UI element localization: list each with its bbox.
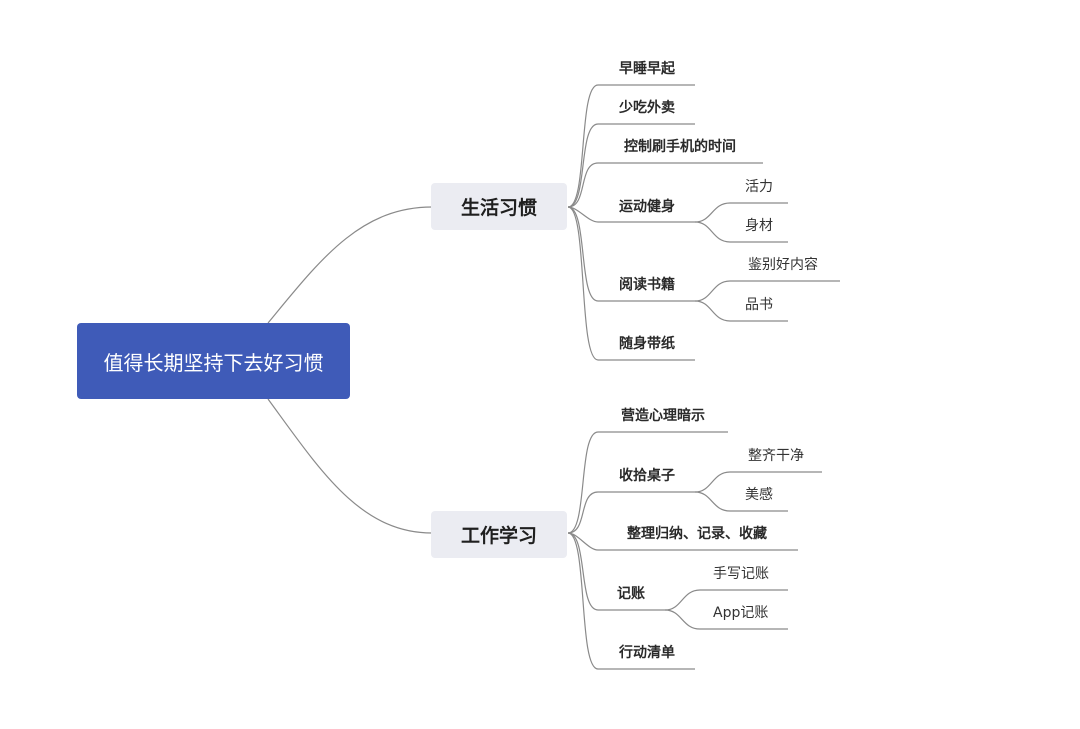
leaf-reading[interactable]: 阅读书籍 [619, 277, 675, 293]
sub-vitality[interactable]: 活力 [745, 179, 773, 195]
branch-work-study[interactable]: 工作学习 [431, 511, 567, 558]
leaf-early-sleep[interactable]: 早睡早起 [619, 61, 675, 77]
link-root-branch-1 [267, 206, 433, 324]
link-b1-leaf-3 [567, 162, 763, 208]
link-fitness-sub-1 [694, 202, 788, 223]
sub-handwritten-ledger[interactable]: 手写记账 [713, 566, 769, 582]
link-desk-sub-2 [694, 491, 788, 512]
leaf-exercise[interactable]: 运动健身 [619, 199, 675, 215]
link-b2-leaf-1 [567, 431, 728, 534]
link-desk-sub-1 [694, 471, 822, 493]
link-fitness-sub-2 [694, 221, 788, 243]
link-b2-leaf-2 [567, 491, 695, 534]
leaf-bookkeeping[interactable]: 记账 [617, 586, 645, 602]
link-ledger-sub-2 [664, 609, 788, 630]
leaf-mental-cue[interactable]: 营造心理暗示 [621, 408, 705, 424]
root-node[interactable]: 值得长期坚持下去好习惯 [77, 323, 350, 399]
sub-neat-clean[interactable]: 整齐干净 [748, 448, 804, 464]
leaf-phone-time[interactable]: 控制刷手机的时间 [624, 139, 736, 155]
sub-savor-books[interactable]: 品书 [745, 297, 773, 313]
sub-figure[interactable]: 身材 [745, 218, 773, 234]
link-root-branch-2 [267, 398, 433, 534]
leaf-carry-tissue[interactable]: 随身带纸 [619, 336, 675, 352]
leaf-tidy-desk[interactable]: 收拾桌子 [619, 468, 675, 484]
sub-good-content[interactable]: 鉴别好内容 [748, 257, 818, 273]
link-reading-sub-1 [694, 280, 840, 302]
link-reading-sub-2 [694, 300, 788, 322]
leaf-organize-record[interactable]: 整理归纳、记录、收藏 [627, 526, 767, 542]
link-b1-leaf-2 [567, 123, 695, 208]
link-b1-leaf-5 [567, 206, 695, 302]
branch-life-habits[interactable]: 生活习惯 [431, 183, 567, 230]
link-ledger-sub-1 [664, 589, 788, 611]
link-b2-leaf-4 [567, 532, 665, 611]
link-b2-leaf-5 [567, 532, 695, 670]
link-b1-leaf-6 [567, 206, 695, 361]
link-b1-leaf-1 [567, 84, 695, 208]
sub-aesthetics[interactable]: 美感 [745, 487, 773, 503]
leaf-action-list[interactable]: 行动清单 [619, 645, 675, 661]
leaf-less-takeout[interactable]: 少吃外卖 [619, 100, 675, 116]
sub-app-ledger[interactable]: App记账 [713, 605, 769, 621]
